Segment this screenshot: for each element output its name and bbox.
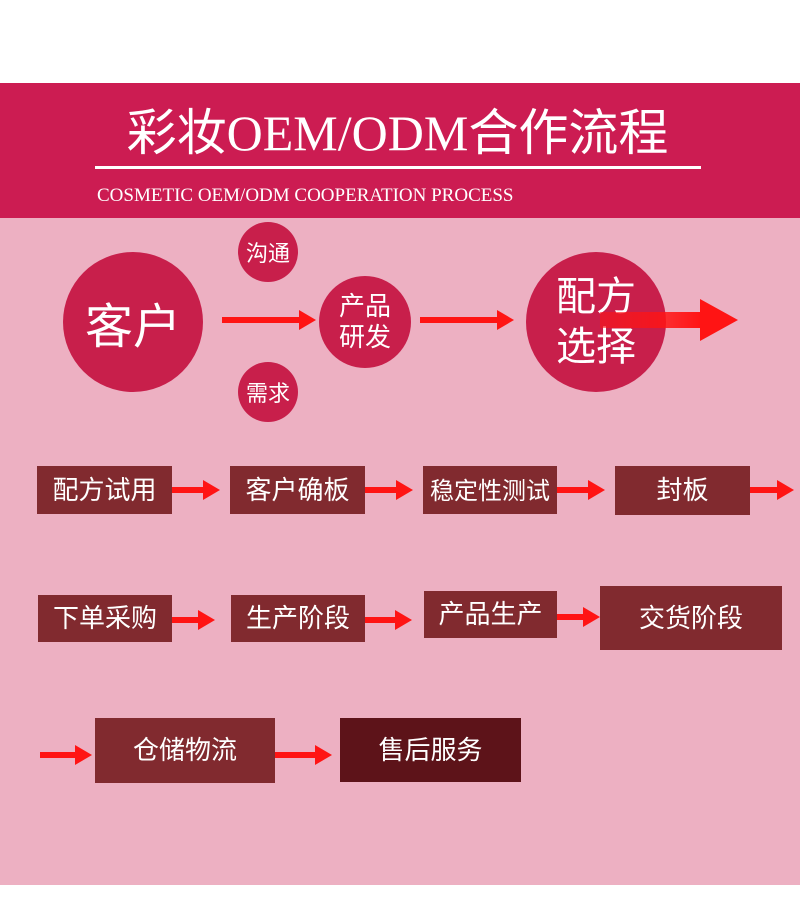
header-banner — [0, 83, 800, 218]
arrow-row1-3 — [557, 487, 589, 493]
arrow-row1-2 — [365, 487, 397, 493]
formula-selection-label-line2: 选择 — [556, 324, 636, 369]
step-after-sales-service: 售后服务 — [340, 718, 521, 782]
page-title: 彩妆OEM/ODM合作流程 — [126, 105, 669, 161]
arrow-row2-2 — [365, 617, 396, 623]
development-label-line2: 研发 — [338, 323, 391, 352]
arrow-row2-1 — [172, 617, 199, 623]
step-seal-sample: 封板 — [615, 466, 750, 515]
arrow-row3-1 — [40, 752, 76, 758]
step-stability-test: 稳定性测试 — [423, 466, 557, 514]
arrow-row1-4 — [750, 487, 778, 493]
step-product-manufacturing: 产品生产 — [424, 591, 557, 638]
demand-label: 需求 — [245, 381, 290, 406]
step-order-purchase: 下单采购 — [38, 595, 172, 642]
arrow-row2-3 — [557, 614, 584, 620]
arrow-development-to-formula — [420, 317, 498, 323]
title-underline — [95, 166, 701, 169]
step-warehouse-logistics: 仓储物流 — [95, 718, 275, 783]
arrow-formula-continue — [600, 312, 700, 328]
arrow-row3-2 — [275, 752, 316, 758]
communicate-circle: 沟通 — [238, 222, 298, 282]
client-circle: 客户 — [63, 252, 203, 392]
page-subtitle: COSMETIC OEM/ODM COOPERATION PROCESS — [97, 185, 514, 206]
development-label-line1: 产品 — [338, 292, 391, 321]
arrow-row1-1 — [172, 487, 204, 493]
arrow-client-to-development — [222, 317, 300, 323]
step-delivery-stage: 交货阶段 — [600, 586, 782, 650]
step-formula-trial: 配方试用 — [37, 466, 172, 514]
client-label: 客户 — [84, 301, 181, 354]
communicate-label: 沟通 — [245, 241, 290, 266]
demand-circle: 需求 — [238, 362, 298, 422]
step-production-stage: 生产阶段 — [231, 595, 365, 642]
development-circle: 产品 研发 — [319, 276, 411, 368]
step-client-sample-confirm: 客户确板 — [230, 466, 365, 514]
